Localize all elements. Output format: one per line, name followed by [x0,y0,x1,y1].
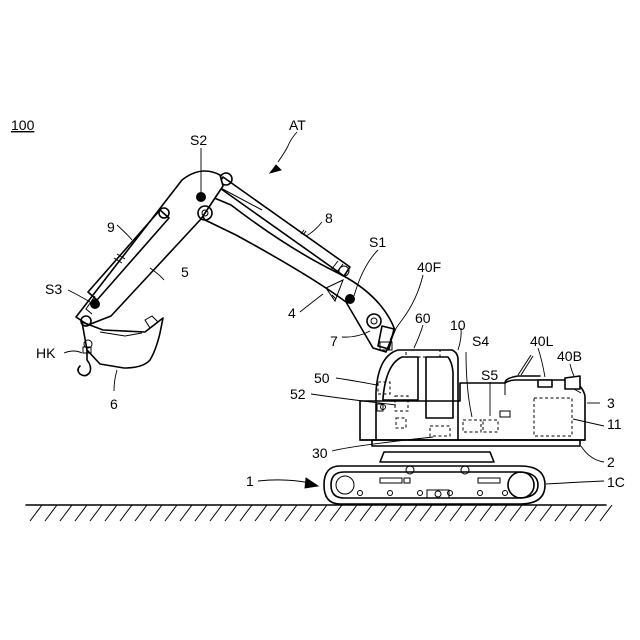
s2-sensor-dot [196,192,206,202]
s1-label: S1 [369,234,386,250]
s2-label: S2 [190,132,207,148]
bucket-cylinder-label: 9 [107,219,115,235]
s4-label: S4 [472,333,489,349]
left-camera-label: 40L [530,333,554,349]
crawler-label: 1C [607,474,625,490]
ground [26,505,612,521]
display-device-label: 50 [314,370,330,386]
back-camera-label: 40B [557,348,582,364]
lower-travelling-body [324,452,545,504]
cabin [376,350,458,440]
arm-cylinder-label: 8 [325,210,333,226]
lower-travelling-body-label: 1 [246,473,254,489]
s5-label: S5 [481,367,498,383]
leader-lines [64,132,604,488]
turning-mechanism-label: 2 [607,454,615,470]
cabin-device-label: 60 [415,310,431,326]
arm-label: 5 [181,264,189,280]
hook-label: HK [36,345,56,361]
input-device-label: 52 [290,386,306,402]
bucket [82,316,163,368]
upper-turning-body-label: 3 [607,395,615,411]
boom [202,197,395,352]
boom-camera-label: 40F [417,259,441,275]
controller-label: 30 [312,445,328,461]
s3-sensor-dot [90,299,100,309]
boom-cylinder-label: 7 [330,333,338,349]
figure-reference-label: 100 [11,117,35,133]
cabin-label: 10 [450,317,466,333]
bucket-label: 6 [110,396,118,412]
s1-sensor-dot [345,294,355,304]
s3-label: S3 [45,281,62,297]
at-label: AT [289,117,306,133]
counterweight-label: 11 [607,416,622,432]
boom-label: 4 [288,305,296,321]
